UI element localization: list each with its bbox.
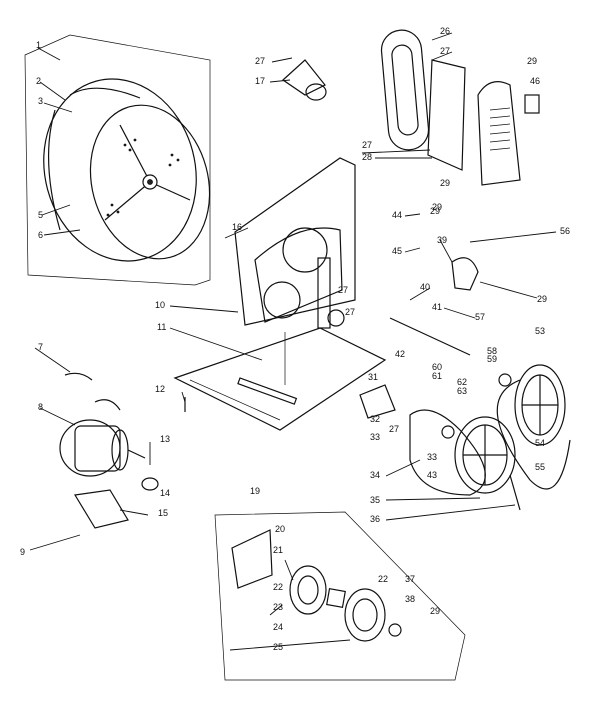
callout-35: 35	[370, 495, 380, 505]
callout-55: 55	[535, 462, 545, 472]
belt-drive	[359, 239, 571, 511]
callout-27a: 27	[255, 56, 265, 66]
callout-27d: 27	[338, 285, 348, 295]
callout-9: 9	[20, 547, 25, 557]
motor-assembly	[29, 347, 159, 551]
callout-45: 45	[392, 246, 402, 256]
callout-15: 15	[158, 508, 168, 518]
callout-16: 16	[232, 222, 242, 232]
blower-housing	[234, 157, 356, 329]
exhaust-parts	[269, 29, 540, 186]
callout-6: 6	[38, 230, 43, 240]
callout-11: 11	[157, 322, 166, 332]
callout-21: 21	[273, 545, 283, 555]
drum-assembly	[24, 34, 211, 286]
callout-3: 3	[38, 96, 43, 106]
callout-7: 7	[38, 342, 43, 352]
callout-1: 1	[36, 40, 41, 50]
callout-60: 60	[432, 362, 442, 372]
callout-29a: 29	[527, 56, 537, 66]
callout-29f: 29	[432, 202, 442, 212]
callout-53: 53	[535, 326, 545, 336]
callout-25: 25	[273, 642, 283, 652]
callout-34: 34	[370, 470, 380, 480]
callout-63: 63	[457, 386, 467, 396]
callout-43: 43	[427, 470, 437, 480]
callout-24: 24	[273, 622, 283, 632]
callout-39: 39	[437, 235, 447, 245]
callout-28: 28	[362, 152, 372, 162]
callout-29b: 29	[440, 178, 450, 188]
callout-27c: 27	[362, 140, 372, 150]
callout-27b: 27	[440, 46, 450, 56]
callout-23: 23	[273, 602, 283, 612]
callout-59: 59	[487, 354, 497, 364]
callout-2: 2	[36, 76, 41, 86]
callout-5: 5	[38, 210, 43, 220]
callout-22a: 22	[273, 582, 283, 592]
callout-36: 36	[370, 514, 380, 524]
callout-40: 40	[420, 282, 430, 292]
callout-12: 12	[155, 384, 165, 394]
leader-lines	[224, 32, 557, 521]
callout-46: 46	[530, 76, 540, 86]
callout-29e: 29	[430, 606, 440, 616]
callout-27e: 27	[389, 424, 399, 434]
callout-54: 54	[535, 438, 545, 448]
callout-58: 58	[487, 346, 497, 356]
callout-33a: 33	[370, 432, 380, 442]
callout-37: 37	[405, 574, 415, 584]
callout-57: 57	[475, 312, 485, 322]
callout-62: 62	[457, 377, 467, 387]
callout-42: 42	[395, 349, 405, 359]
callout-19: 19	[250, 486, 260, 496]
callout-22b: 22	[378, 574, 388, 584]
callout-17: 17	[255, 76, 265, 86]
callout-33b: 33	[427, 452, 437, 462]
callout-10: 10	[155, 300, 165, 310]
callout-56: 56	[560, 226, 570, 236]
callout-27f: 27	[345, 307, 355, 317]
dryer-base	[169, 305, 387, 431]
callout-31: 31	[368, 372, 378, 382]
callout-61: 61	[432, 371, 442, 381]
callout-29d: 29	[537, 294, 547, 304]
callout-44: 44	[392, 210, 402, 220]
callout-13: 13	[160, 434, 170, 444]
callout-14: 14	[160, 488, 170, 498]
callout-20: 20	[275, 524, 285, 534]
idler-assembly	[214, 511, 466, 681]
callout-38: 38	[405, 594, 415, 604]
callout-41: 41	[432, 302, 442, 312]
callout-26: 26	[440, 26, 450, 36]
callout-29c: 29	[430, 206, 440, 216]
callout-32: 32	[370, 414, 380, 424]
callout-labels: 1 2 3 5 6 7 8 9 10 11 12 13 14 15 16 17 …	[20, 26, 570, 652]
callout-8: 8	[38, 402, 43, 412]
